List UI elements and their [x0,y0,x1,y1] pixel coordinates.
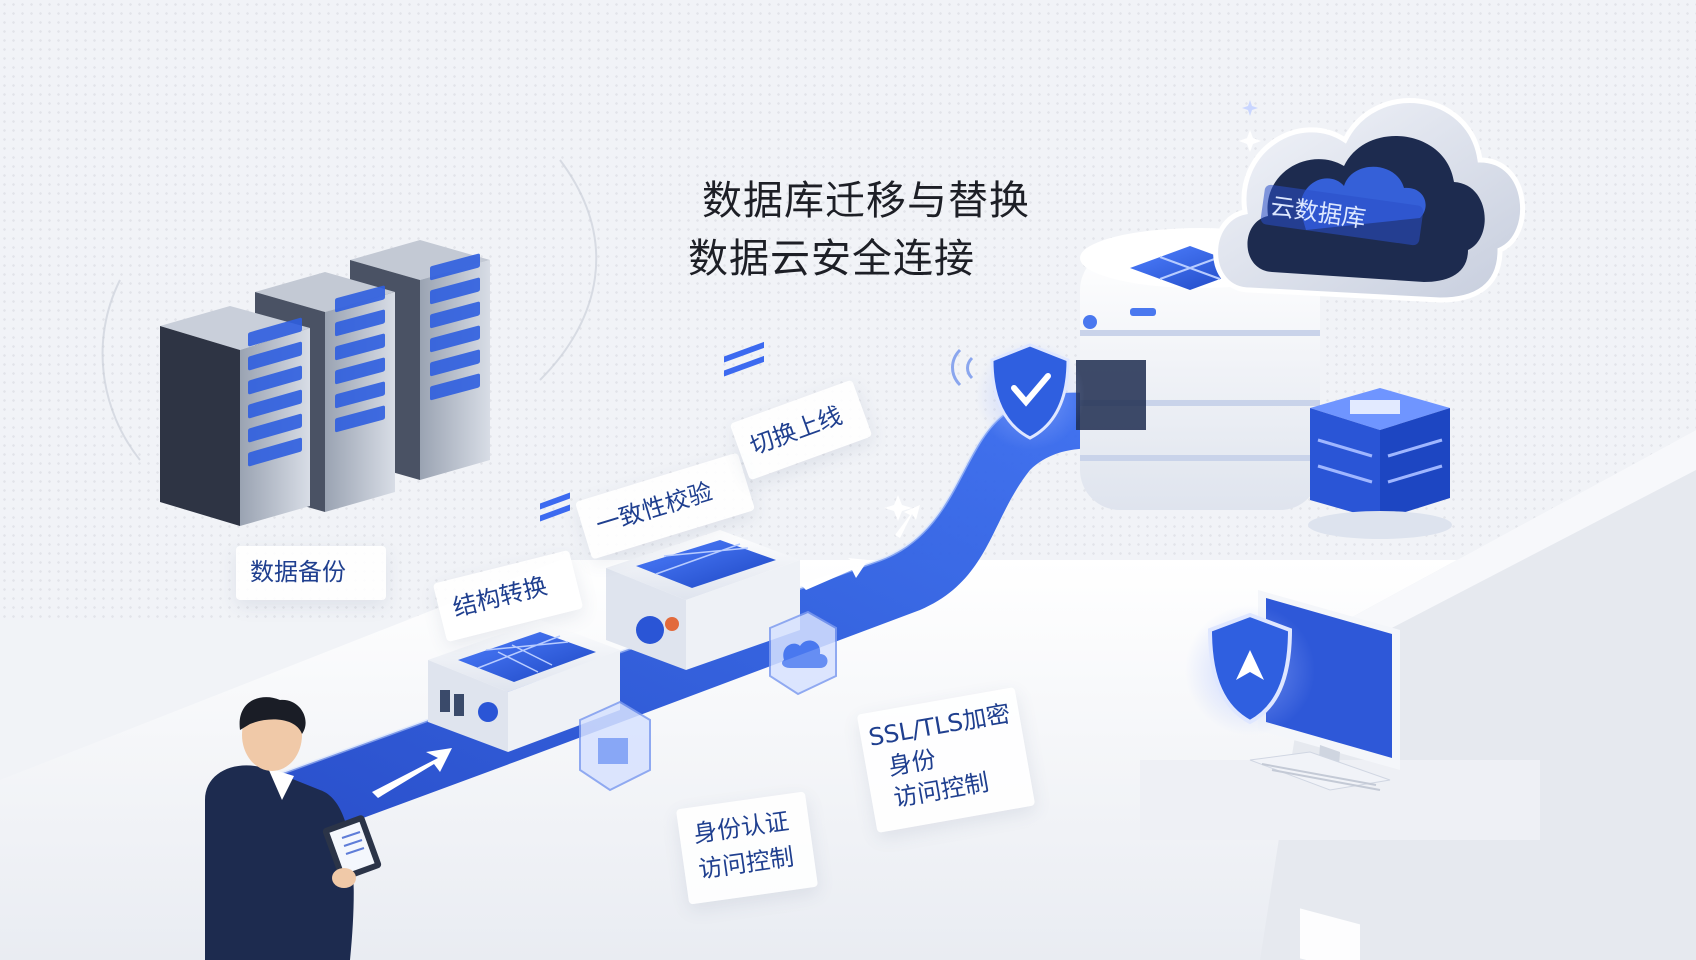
glass-secure-boxes [579,610,837,792]
auth-label: 身份认证 [691,807,791,849]
security-card-auth: 身份认证 访问控制 [675,791,819,905]
page-title: 数据库迁移与替换 [702,178,1030,224]
engineer-figure [205,697,382,960]
step-label-schema: 结构转换 [450,571,550,623]
migration-node-verify [606,341,800,670]
path-shield-icon [951,340,1085,450]
storage-cube [1308,388,1452,539]
auth-access-control-label: 访问控制 [696,842,796,884]
step-card-backup: 数据备份 [236,546,386,600]
page-subtitle: 数据云安全连接 [688,236,975,282]
decorative-arcs [101,159,598,461]
monitor-shield-icon [1185,605,1315,735]
cloud-database-icon: 云数据库 [1213,98,1525,303]
server-racks [160,240,490,526]
migration-node-schema [428,492,620,752]
step-label-backup: 数据备份 [250,558,346,586]
